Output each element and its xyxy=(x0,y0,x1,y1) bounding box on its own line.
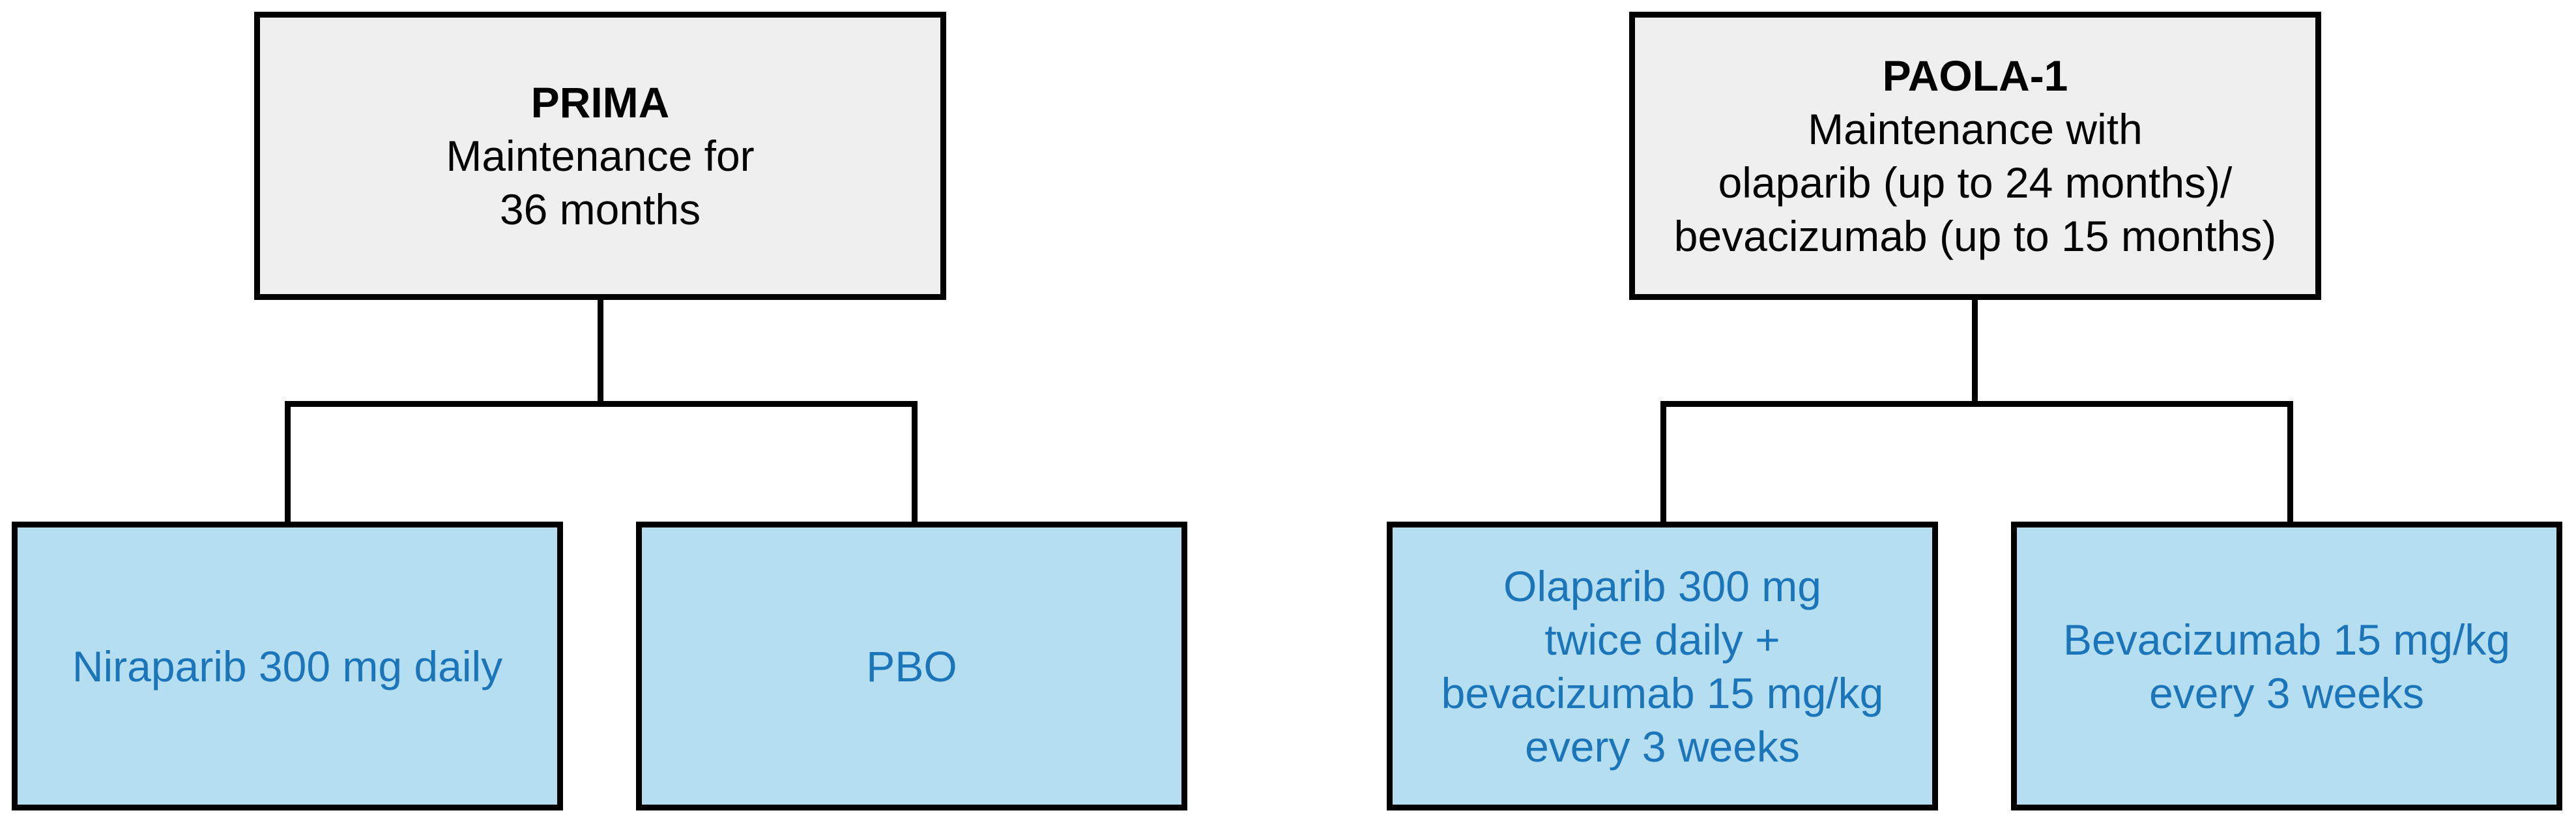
prima-trial-text: PRIMA Maintenance for 36 months xyxy=(446,76,754,236)
paola1-trial-description-line-3: bevacizumab (up to 15 months) xyxy=(1673,212,2277,260)
paola1-trial-text: PAOLA-1 Maintenance with olaparib (up to… xyxy=(1674,49,2276,263)
prima-arm-niraparib: Niraparib 300 mg daily xyxy=(12,522,563,810)
paola1-arm-bevacizumab-text: Bevacizumab 15 mg/kg every 3 weeks xyxy=(2063,613,2510,720)
paola1-arm-olaparib-bevacizumab-line-2: twice daily + xyxy=(1544,615,1780,664)
prima-trial-name: PRIMA xyxy=(530,78,670,126)
paola1-arm-olaparib-bevacizumab-text: Olaparib 300 mg twice daily + bevacizuma… xyxy=(1441,559,1884,773)
paola1-trial-name: PAOLA-1 xyxy=(1882,52,2068,100)
prima-arm-pbo-text: PBO xyxy=(866,640,957,693)
paola1-trial-box: PAOLA-1 Maintenance with olaparib (up to… xyxy=(1629,12,2321,300)
prima-trial-description-line-1: Maintenance for xyxy=(446,132,755,180)
paola1-arm-olaparib-bevacizumab: Olaparib 300 mg twice daily + bevacizuma… xyxy=(1387,522,1938,810)
prima-arm-pbo: PBO xyxy=(636,522,1187,810)
prima-arm-pbo-line-1: PBO xyxy=(866,642,957,691)
paola1-connector-right-drop xyxy=(2287,401,2293,525)
paola1-trial-description-line-2: olaparib (up to 24 months)/ xyxy=(1718,158,2233,207)
paola1-arm-olaparib-bevacizumab-line-3: bevacizumab 15 mg/kg xyxy=(1441,668,1884,717)
prima-arm-niraparib-text: Niraparib 300 mg daily xyxy=(72,640,502,693)
paola1-arm-bevacizumab: Bevacizumab 15 mg/kg every 3 weeks xyxy=(2011,522,2562,810)
prima-trial-description-line-2: 36 months xyxy=(499,185,701,233)
prima-connector-left-drop xyxy=(285,401,291,525)
paola1-arm-bevacizumab-line-1: Bevacizumab 15 mg/kg xyxy=(2062,615,2510,664)
paola1-connector-bar xyxy=(1660,401,2293,407)
paola1-arm-bevacizumab-line-2: every 3 weeks xyxy=(2149,668,2424,717)
prima-trial-box: PRIMA Maintenance for 36 months xyxy=(254,12,946,300)
paola1-arm-olaparib-bevacizumab-line-4: every 3 weeks xyxy=(1525,722,1800,771)
prima-connector-right-drop xyxy=(912,401,918,525)
paola1-connector-stem xyxy=(1972,297,1978,403)
prima-connector-stem xyxy=(598,297,603,403)
prima-connector-bar xyxy=(285,401,918,407)
paola1-connector-left-drop xyxy=(1660,401,1666,525)
paola1-arm-olaparib-bevacizumab-line-1: Olaparib 300 mg xyxy=(1503,561,1821,610)
paola1-trial-description-line-1: Maintenance with xyxy=(1808,105,2143,153)
prima-arm-niraparib-line-1: Niraparib 300 mg daily xyxy=(72,642,503,691)
